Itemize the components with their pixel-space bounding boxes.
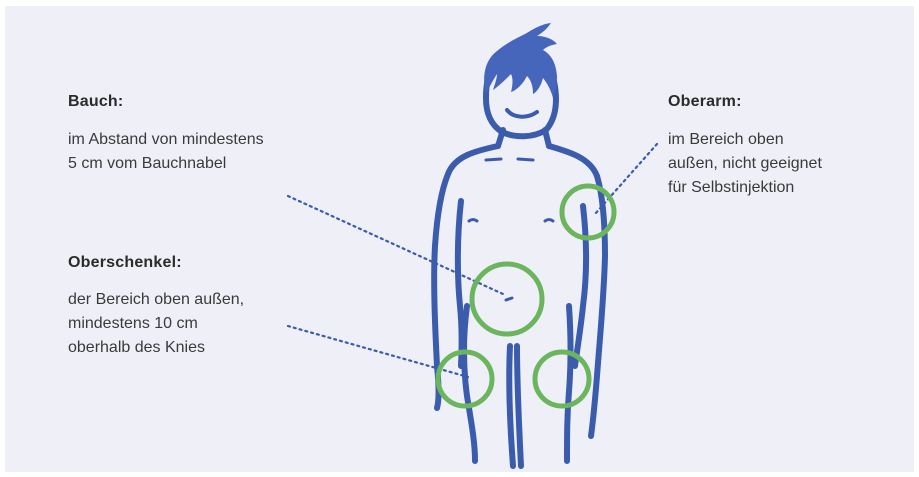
left-leg-outline: [464, 306, 475, 461]
collarbone-right: [518, 159, 533, 160]
label-bauch-line: 5 cm vom Bauchnabel: [68, 152, 264, 176]
inner-leg-right: [517, 346, 521, 466]
target-circle-oberschenkel-right: [535, 352, 589, 406]
label-oberarm-text: im Bereich oben außen, nicht geeignet fü…: [668, 128, 822, 200]
right-inner-arm: [575, 206, 586, 366]
smile: [507, 110, 537, 117]
label-oberarm-title: Oberarm:: [668, 93, 742, 111]
collarbone-left: [486, 159, 501, 160]
label-bauch-title: Bauch:: [68, 93, 123, 111]
label-oberarm-line: für Selbstinjektion: [668, 176, 822, 200]
hair: [484, 23, 557, 98]
chest-left: [469, 220, 477, 222]
label-oberschenkel-title: Oberschenkel:: [68, 254, 182, 272]
label-bauch-line: im Abstand von mindestens: [68, 128, 264, 152]
label-oberschenkel-line: der Bereich oben außen,: [68, 288, 244, 312]
label-oberarm-line: außen, nicht geeignet: [668, 152, 822, 176]
label-oberschenkel-text: der Bereich oben außen, mindestens 10 cm…: [68, 288, 244, 360]
navel: [506, 298, 512, 300]
left-inner-arm: [458, 201, 462, 366]
label-oberarm-line: im Bereich oben: [668, 128, 822, 152]
right-leg-outline: [567, 306, 571, 461]
leader-line-bauch: [288, 196, 503, 294]
injection-sites-panel: Bauch: im Abstand von mindestens 5 cm vo…: [5, 6, 914, 472]
label-oberschenkel-line: oberhalb des Knies: [68, 336, 244, 360]
body-figure-illustration: [5, 6, 914, 472]
label-oberschenkel-line: mindestens 10 cm: [68, 312, 244, 336]
body-details: [469, 159, 553, 300]
label-bauch-text: im Abstand von mindestens 5 cm vom Bauch…: [68, 128, 264, 176]
chest-right: [545, 220, 553, 222]
inner-leg-left: [509, 346, 513, 466]
